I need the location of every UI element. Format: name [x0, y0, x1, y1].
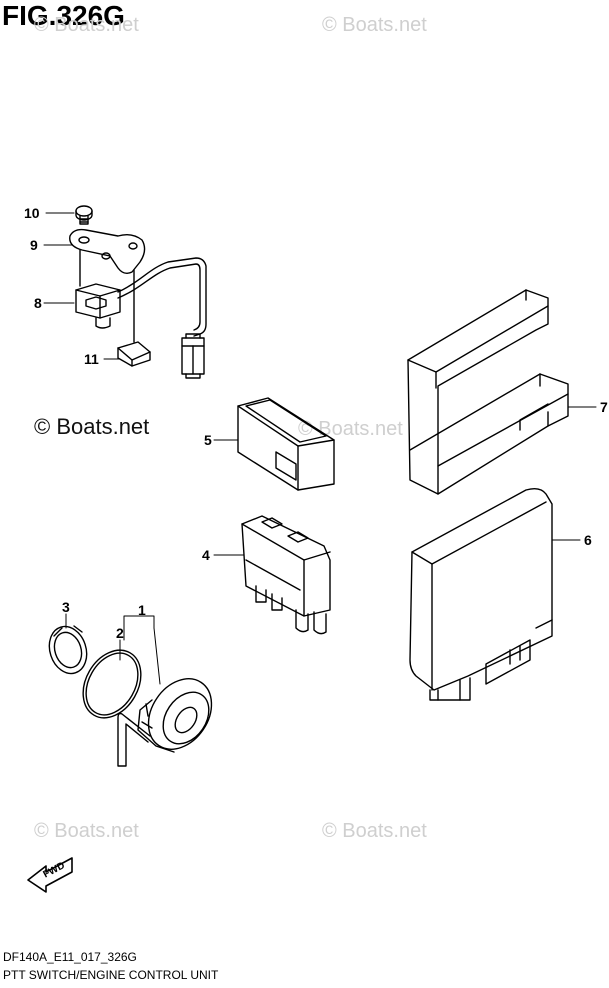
- ptt-switch-part-8[interactable]: [75, 249, 207, 379]
- ecu-part-6[interactable]: [409, 487, 553, 701]
- callout-4: 4: [202, 547, 210, 563]
- grommet-part-3[interactable]: [43, 622, 92, 679]
- callout-5: 5: [204, 432, 212, 448]
- bracket-plate-part-9[interactable]: [69, 228, 146, 275]
- callout-11: 11: [84, 351, 99, 367]
- watermark: © Boats.net: [322, 14, 427, 36]
- figure-caption: PTT SWITCH/ENGINE CONTROL UNIT: [3, 968, 219, 982]
- trim-switch-part-1[interactable]: [117, 667, 224, 767]
- callout-9: 9: [30, 237, 38, 253]
- holder-part-5[interactable]: [237, 397, 335, 491]
- figure-title: FIG.326G: [2, 0, 125, 31]
- callout-3: 3: [62, 599, 70, 615]
- callout-10: 10: [24, 205, 40, 221]
- ecu-cover-part-7[interactable]: [407, 289, 569, 495]
- clamp-part-11[interactable]: [117, 341, 151, 367]
- watermark: © Boats.net: [322, 820, 427, 842]
- callout-1: 1: [138, 602, 146, 618]
- callout-6: 6: [584, 532, 592, 548]
- module-part-4[interactable]: [241, 515, 331, 635]
- callout-8: 8: [34, 295, 42, 311]
- watermark: © Boats.net: [34, 820, 139, 842]
- callout-2: 2: [116, 625, 124, 641]
- callout-7: 7: [600, 399, 608, 415]
- screw-part-10[interactable]: [75, 205, 93, 225]
- fwd-arrow-icon: [27, 857, 73, 893]
- o-ring-part-2[interactable]: [71, 640, 152, 728]
- watermark: © Boats.net: [34, 14, 139, 36]
- leader-lines: [43, 212, 597, 685]
- copyright-notice: © Boats.net: [34, 414, 150, 439]
- figure-code: DF140A_E11_017_326G: [3, 950, 137, 964]
